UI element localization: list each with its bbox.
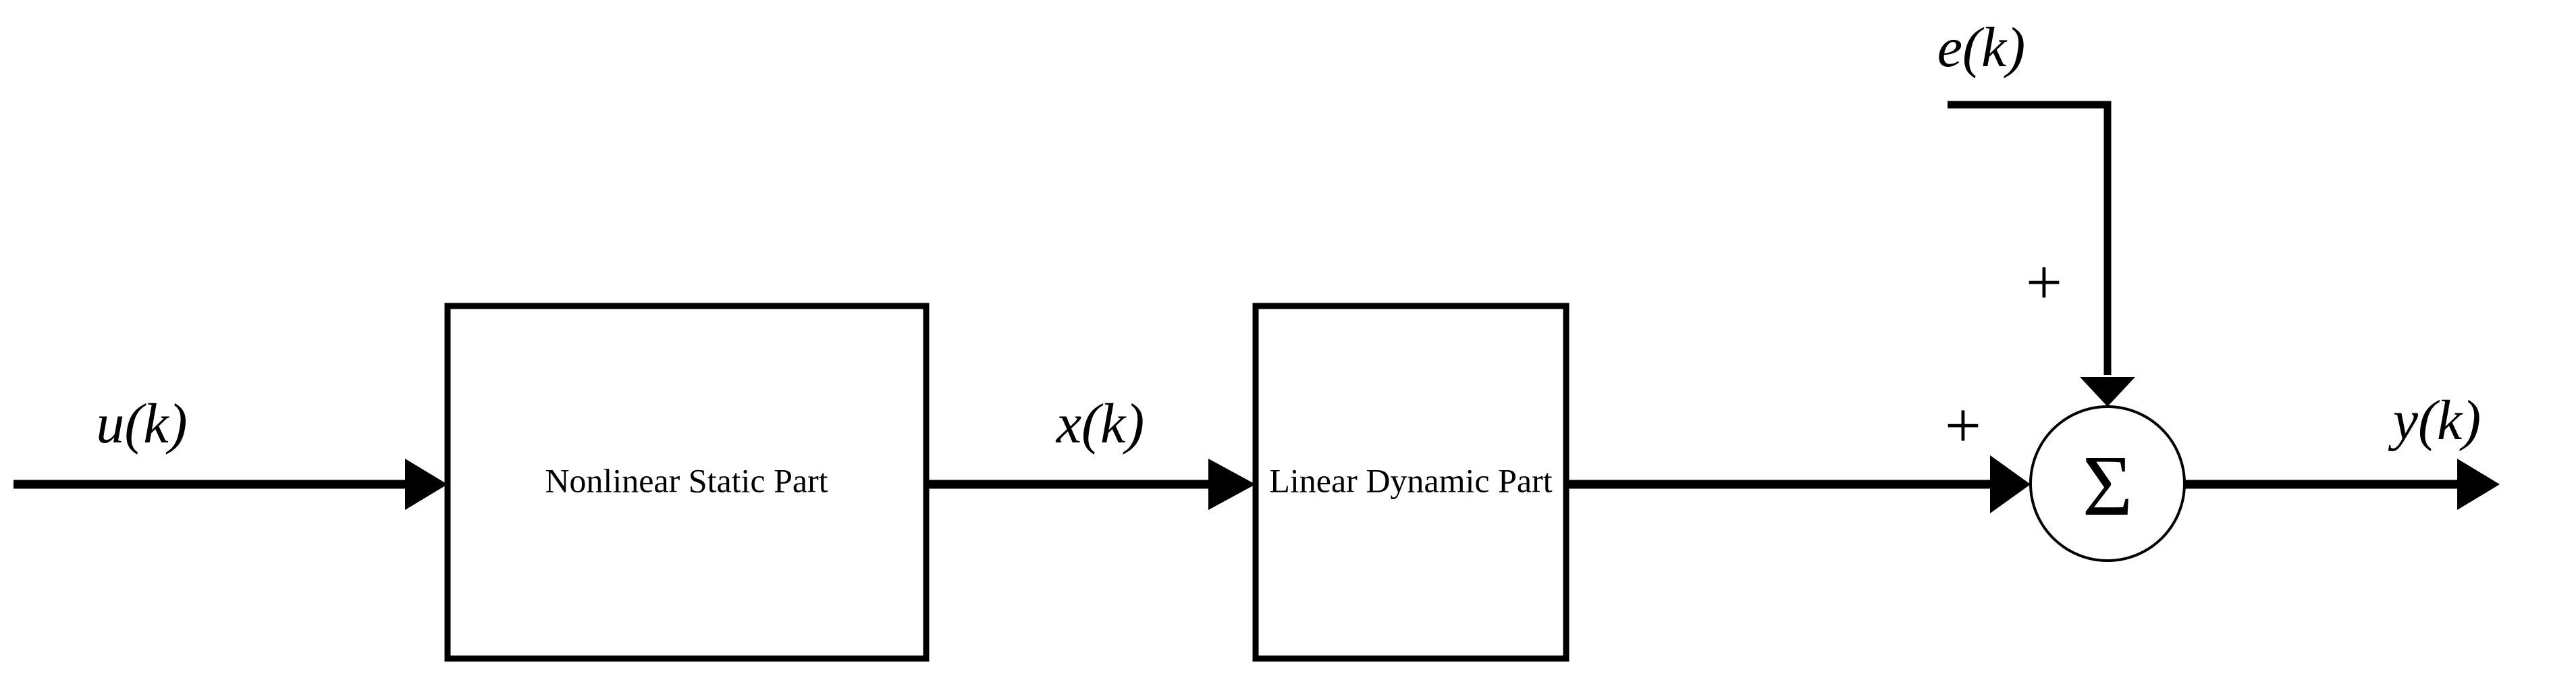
intermediate-signal-arrow xyxy=(926,459,1256,510)
input-arrowhead-icon xyxy=(405,459,448,510)
sum-input-signal-arrow xyxy=(1566,455,2031,513)
intermediate-arrowhead-icon xyxy=(1208,459,1256,510)
output-arrowhead-icon xyxy=(2457,459,2500,510)
block-nonlinear-static[interactable]: Nonlinear Static Part xyxy=(444,303,930,662)
signal-label-output: y(k) xyxy=(2388,389,2481,452)
summing-junction-sigma-icon: Σ xyxy=(2083,438,2133,534)
noise-arrowhead-icon xyxy=(2080,377,2135,407)
signal-label-input: u(k) xyxy=(96,392,187,455)
block-nonlinear-static-label: Nonlinear Static Part xyxy=(545,461,828,499)
block-linear-dynamic-label: Linear Dynamic Part xyxy=(1269,461,1552,499)
output-signal-arrow xyxy=(2184,459,2500,510)
sum-input-arrowhead-icon xyxy=(1990,455,2031,513)
sign-label-noise-plus: + xyxy=(2026,246,2062,318)
sign-label-path-plus: + xyxy=(1945,389,1981,461)
noise-signal-path xyxy=(1948,101,2135,407)
block-linear-dynamic[interactable]: Linear Dynamic Part xyxy=(1252,303,1569,662)
noise-signal-line xyxy=(1948,101,2112,375)
summing-junction[interactable]: Σ xyxy=(2029,405,2186,562)
signal-label-intermediate: x(k) xyxy=(1055,392,1145,455)
signal-label-noise: e(k) xyxy=(1937,16,2026,79)
input-signal-arrow xyxy=(14,459,448,510)
block-linear-dynamic-rect[interactable] xyxy=(1252,303,1569,662)
